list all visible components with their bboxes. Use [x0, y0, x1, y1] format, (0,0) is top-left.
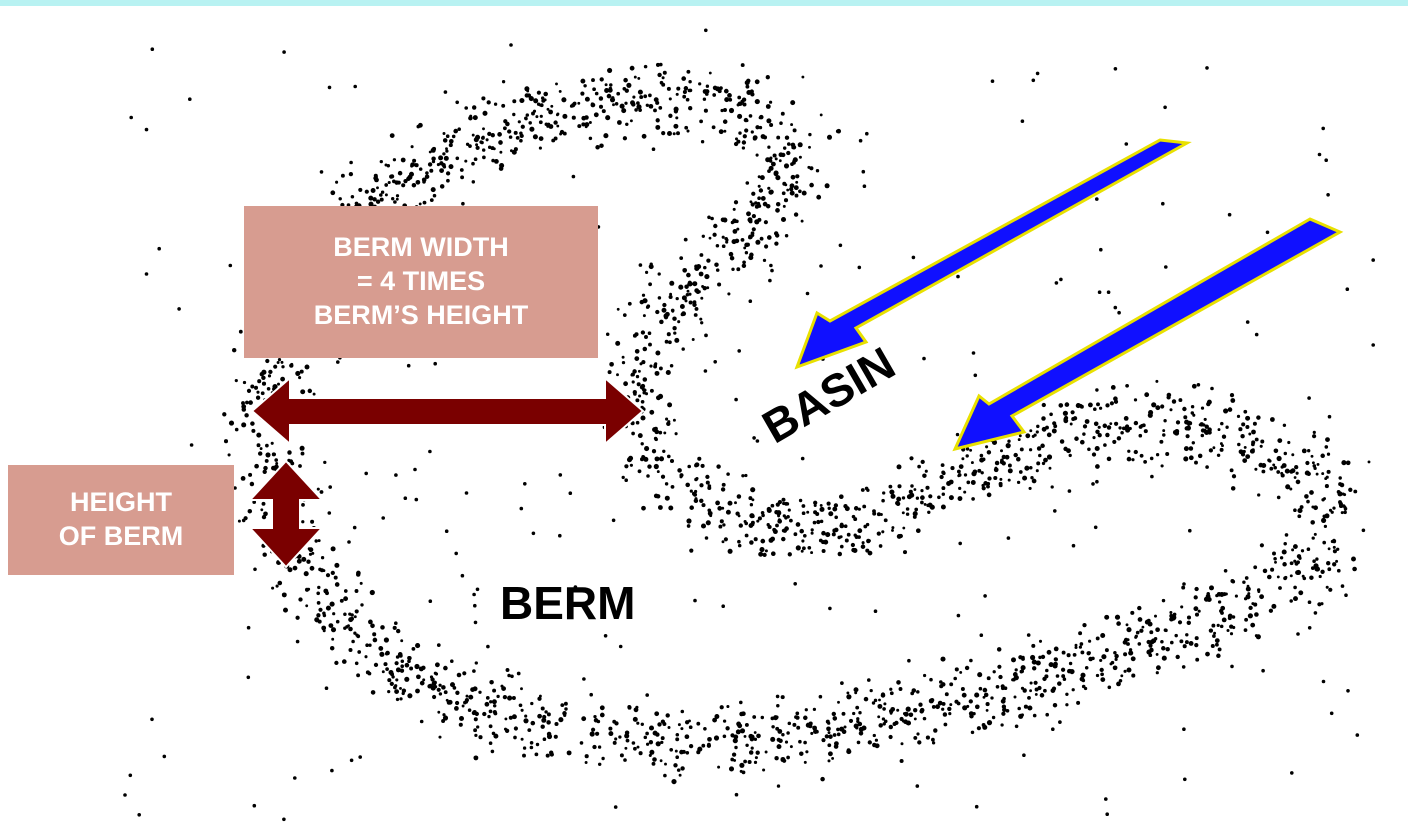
double-arrow-vertical-icon: [247, 459, 325, 569]
flow-arrow-lower: [952, 217, 1344, 452]
top-accent-bar: [0, 0, 1408, 6]
berm-width-line-3: BERM’S HEIGHT: [313, 299, 529, 330]
berm-label: BERM: [500, 577, 636, 629]
berm-width-label: BERM WIDTH = 4 TIMES BERM’S HEIGHT: [244, 206, 598, 358]
flow-arrow-upper: [794, 138, 1192, 370]
berm-height-line-2: OF BERM: [58, 521, 184, 551]
berm-height-label: HEIGHT OF BERM: [8, 465, 234, 575]
flow-arrow-icon: [0, 0, 1187, 141]
berm-width-line-2: = 4 TIMES: [356, 266, 486, 297]
double-arrow-horizontal-icon: [250, 375, 645, 447]
berm-width-line-1: BERM WIDTH: [333, 232, 509, 263]
berm-height-line-1: HEIGHT: [69, 487, 172, 518]
